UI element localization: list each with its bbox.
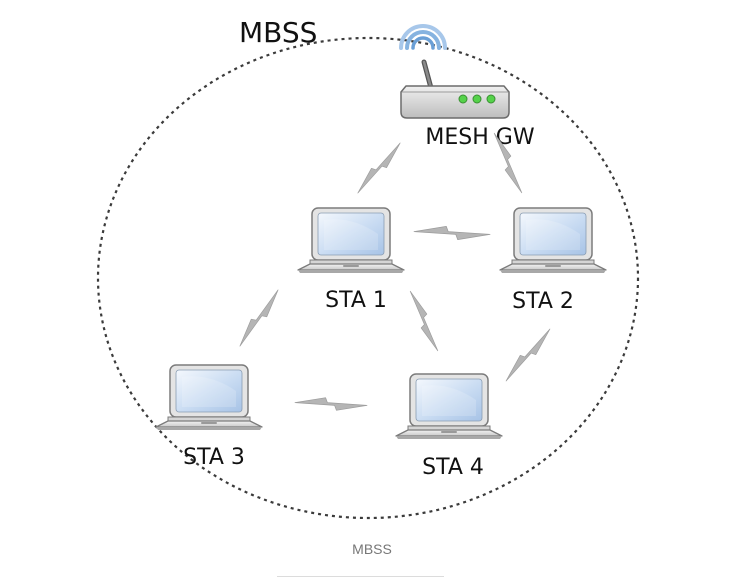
- sta4-label: STA 4: [422, 455, 484, 480]
- diagram-title: MBSS: [239, 16, 317, 49]
- caption-divider: [277, 576, 444, 577]
- sta4-laptop-icon: [395, 373, 503, 440]
- figure-caption: MBSS: [352, 541, 392, 557]
- mesh-gw-label: MESH GW: [425, 125, 534, 150]
- mbss-boundary: [96, 36, 640, 520]
- link-gw-sta1: [353, 138, 405, 198]
- sta2-laptop-icon: [499, 207, 607, 274]
- link-sta1-sta4: [403, 288, 445, 354]
- link-sta2-sta4: [502, 324, 554, 386]
- mesh-gateway-router-icon: [399, 24, 510, 119]
- sta1-label: STA 1: [325, 288, 387, 313]
- sta3-label: STA 3: [183, 445, 245, 470]
- sta2-label: STA 2: [512, 289, 574, 314]
- link-sta3-sta4: [294, 397, 368, 411]
- link-sta1-sta3: [235, 285, 283, 351]
- sta3-laptop-icon: [155, 364, 263, 431]
- link-sta1-sta2: [413, 225, 491, 241]
- sta1-laptop-icon: [297, 207, 405, 274]
